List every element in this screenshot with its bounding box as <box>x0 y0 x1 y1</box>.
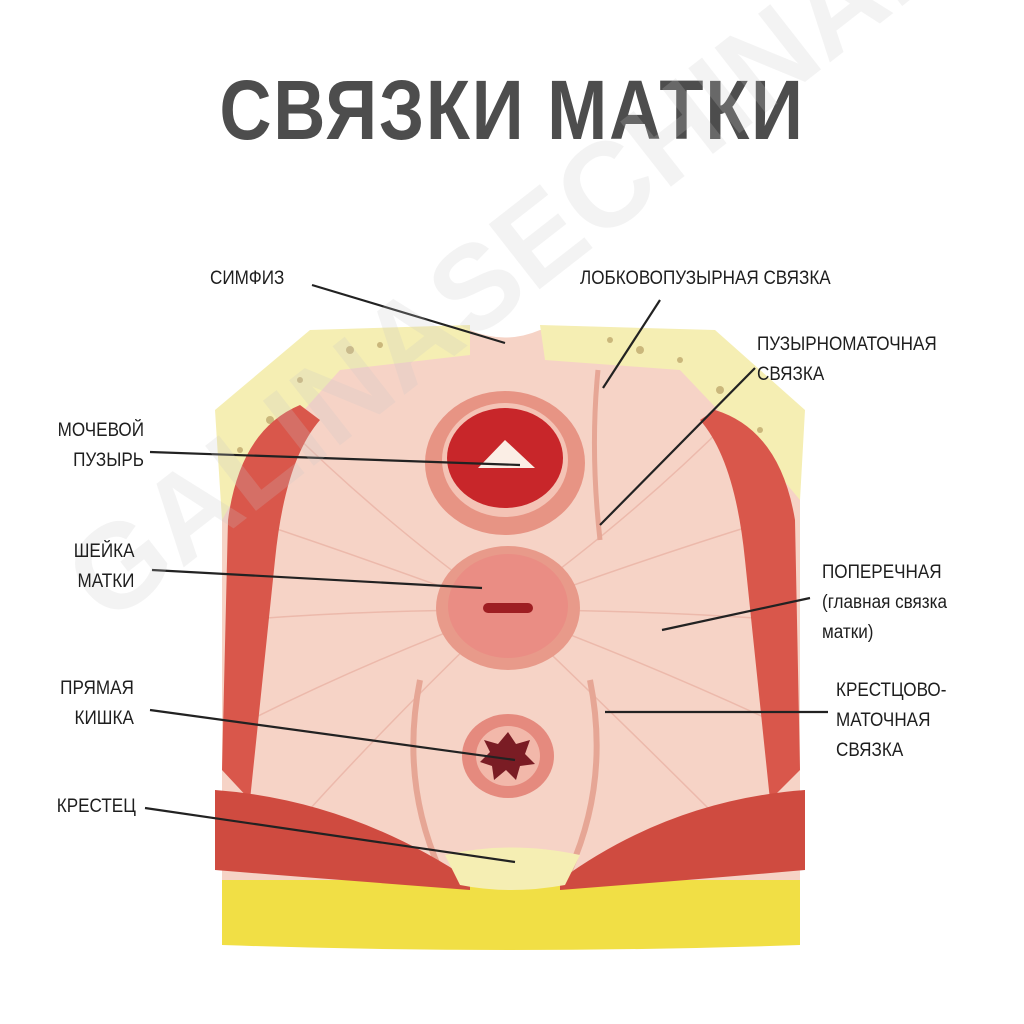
label-line: ПУЗЫРЬ <box>73 450 144 471</box>
leader-symphysis <box>311 283 506 345</box>
leader-pubovesical <box>602 299 661 389</box>
lower-muscle-right <box>560 790 805 890</box>
label-vesicouterine-ligament: ПУЗЫРНОМАТОЧНАЯ СВЯЗКА <box>757 330 937 390</box>
label-line: СИМФИЗ <box>210 268 285 289</box>
muscle-left <box>222 405 320 800</box>
leader-rectum <box>149 708 516 762</box>
leader-lines <box>144 283 828 864</box>
label-line: МАТКИ <box>76 571 134 592</box>
label-line: КРЕСТЦОВО- <box>836 680 947 701</box>
sacrum <box>445 847 580 890</box>
leader-cardinal <box>661 596 811 632</box>
pubic-bone-right <box>540 325 805 500</box>
label-line: ПУЗЫРНОМАТОЧНАЯ <box>757 334 937 355</box>
rectum <box>462 714 554 798</box>
label-line: МОЧЕВОЙ <box>57 420 144 441</box>
label-line: СВЯЗКА <box>757 364 825 385</box>
cervix <box>436 546 580 670</box>
muscle-right <box>700 410 800 800</box>
label-line: матки) <box>822 622 874 643</box>
leader-vesicouterine <box>599 367 756 526</box>
leader-sacrum <box>144 806 516 864</box>
label-line: ПОПЕРЕЧНАЯ <box>822 562 942 583</box>
pubic-bone-left <box>215 325 470 520</box>
label-line: СВЯЗКА <box>836 740 904 761</box>
leader-cervix <box>151 568 483 590</box>
label-line: КРЕСТЕЦ <box>56 796 136 817</box>
label-cardinal-ligament: ПОПЕРЕЧНАЯ (главная связка матки) <box>822 558 947 648</box>
label-line: КИШКА <box>74 708 134 729</box>
label-line: ШЕЙКА <box>73 541 134 562</box>
label-bladder: МОЧЕВОЙ ПУЗЫРЬ <box>58 416 144 476</box>
label-line: (главная связка <box>822 592 948 613</box>
bone-texture <box>237 337 763 453</box>
page-title: СВЯЗКИ МАТКИ <box>219 63 805 157</box>
label-line: ПРЯМАЯ <box>60 678 134 699</box>
label-sacrum: КРЕСТЕЦ <box>57 792 136 822</box>
label-line: МАТОЧНАЯ <box>836 710 931 731</box>
label-uterosacral-ligament: КРЕСТЦОВО- МАТОЧНАЯ СВЯЗКА <box>836 676 946 766</box>
lower-muscle-left <box>215 790 470 890</box>
label-pubovesical-ligament: ЛОБКОВОПУЗЫРНАЯ СВЯЗКА <box>580 264 831 294</box>
bladder <box>425 391 585 535</box>
label-symphysis: СИМФИЗ <box>210 264 284 294</box>
leader-bladder <box>149 450 521 467</box>
label-rectum: ПРЯМАЯ КИШКА <box>60 674 134 734</box>
label-line: ЛОБКОВОПУЗЫРНАЯ СВЯЗКА <box>580 268 831 289</box>
label-cervix: ШЕЙКА МАТКИ <box>73 537 134 597</box>
fat-layer <box>222 875 800 950</box>
